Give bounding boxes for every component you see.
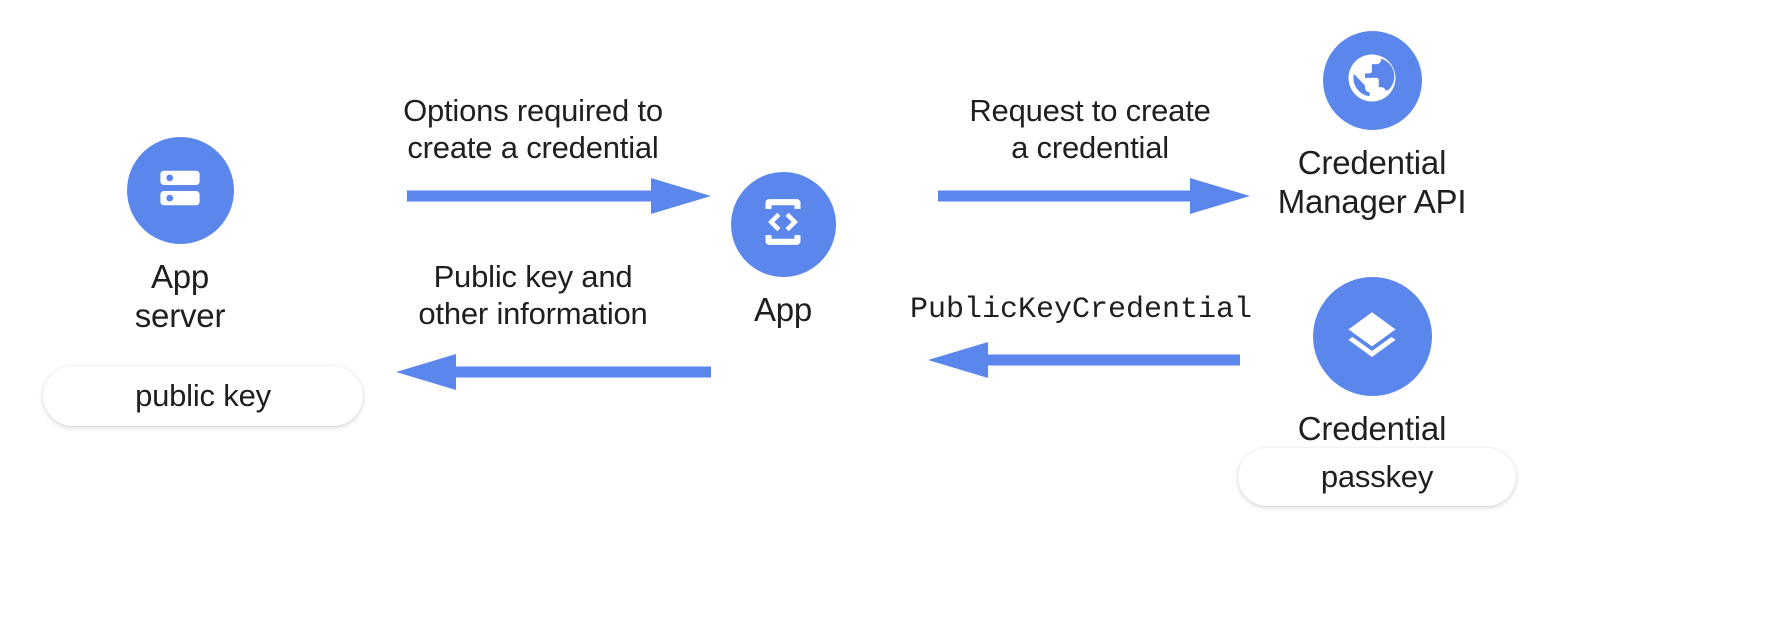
pill-passkey: passkey [1238, 448, 1516, 506]
server-icon [152, 160, 208, 221]
pill-public-key: public key [43, 366, 363, 426]
arrow-right-glyph [938, 178, 1250, 214]
arrow-app-to-server-caption: Public key and other information [418, 259, 648, 332]
node-app: App [717, 172, 849, 330]
credential-store-circle [1312, 277, 1432, 396]
arrow-right-glyph [407, 178, 711, 214]
arrow-credential-store-to-app-caption: PublicKeyCredential [910, 293, 1253, 327]
app-code-phone-icon [755, 194, 811, 255]
credential-manager-circle [1322, 31, 1422, 130]
arrow-left-glyph [396, 354, 711, 390]
arrow-app-to-credential-manager-caption: Request to create a credential [969, 93, 1211, 166]
arrow-app-to-credential-manager: Request to create a credential [930, 92, 1250, 217]
arrow-left-glyph [928, 342, 1240, 378]
node-credential-manager-api: Credential Manager API [1255, 31, 1489, 222]
app-label: App [753, 291, 813, 328]
arrow-server-to-app: Options required to create a credential [355, 92, 711, 217]
app-server-circle [126, 137, 234, 244]
arrow-app-to-server: Public key and other information [355, 258, 711, 390]
app-circle [730, 172, 836, 277]
app-server-label: App server [134, 258, 226, 334]
credential-manager-label: Credential Manager API [1277, 144, 1467, 220]
globe-icon [1342, 48, 1402, 113]
layers-icon [1341, 303, 1403, 370]
arrow-credential-store-to-app: PublicKeyCredential [910, 292, 1253, 402]
node-app-server: App server [105, 137, 255, 336]
arrow-server-to-app-caption: Options required to create a credential [403, 93, 663, 166]
